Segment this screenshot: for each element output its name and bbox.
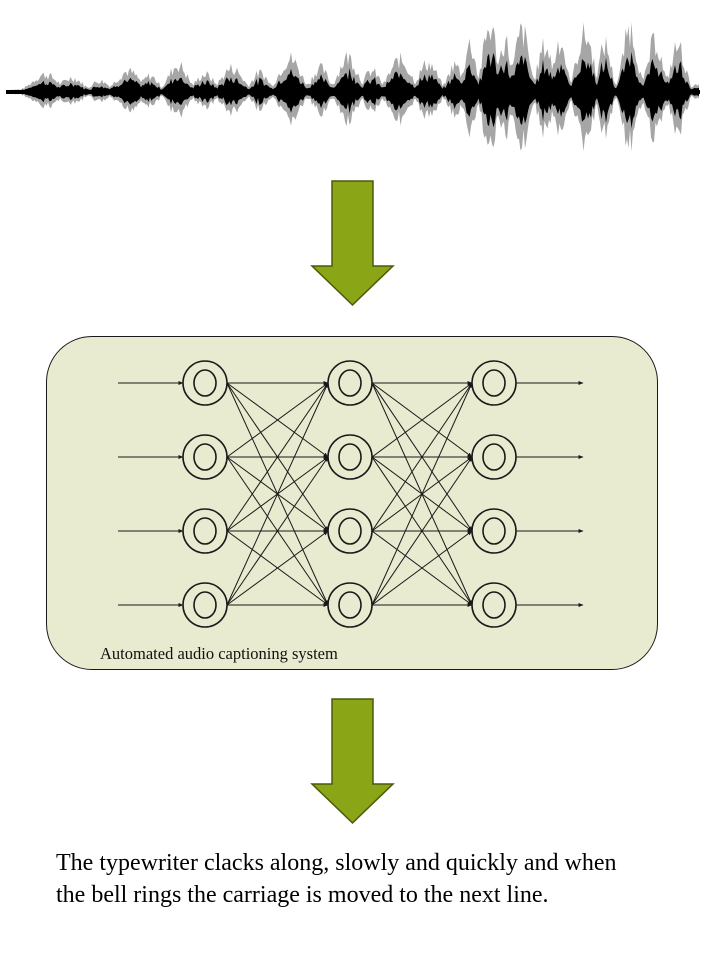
network-neurons (182, 360, 517, 628)
waveform-envelope-dark (6, 51, 700, 129)
neuron-node (471, 508, 517, 554)
network-edge (226, 530, 329, 606)
neuron-node (471, 360, 517, 406)
neuron-node (471, 434, 517, 480)
waveform-baseline (6, 90, 700, 94)
neuron-node (327, 434, 373, 480)
neural-network-icon (118, 360, 584, 628)
neuron-node (182, 360, 228, 406)
network-edge (371, 456, 473, 606)
network-edge (371, 530, 473, 606)
waveform-core (6, 51, 699, 129)
network-edge (371, 382, 473, 532)
down-arrow-icon (310, 180, 395, 307)
network-edge (226, 382, 329, 606)
network-connections (118, 381, 584, 607)
neuron-node (182, 582, 228, 628)
network-edge (226, 456, 329, 606)
network-edge (226, 382, 329, 532)
network-edge (371, 382, 473, 458)
neuron-node (182, 434, 228, 480)
system-label: Automated audio captioning system (100, 644, 338, 663)
neuron-node (182, 508, 228, 554)
down-arrow-icon (310, 698, 395, 825)
neuron-node (327, 582, 373, 628)
audio-waveform (6, 22, 700, 152)
neuron-node (327, 508, 373, 554)
generated-caption: The typewriter clacks along, slowly and … (56, 850, 617, 908)
network-edge (226, 382, 329, 458)
neuron-node (327, 360, 373, 406)
network-edge (371, 382, 473, 606)
neuron-node (471, 582, 517, 628)
